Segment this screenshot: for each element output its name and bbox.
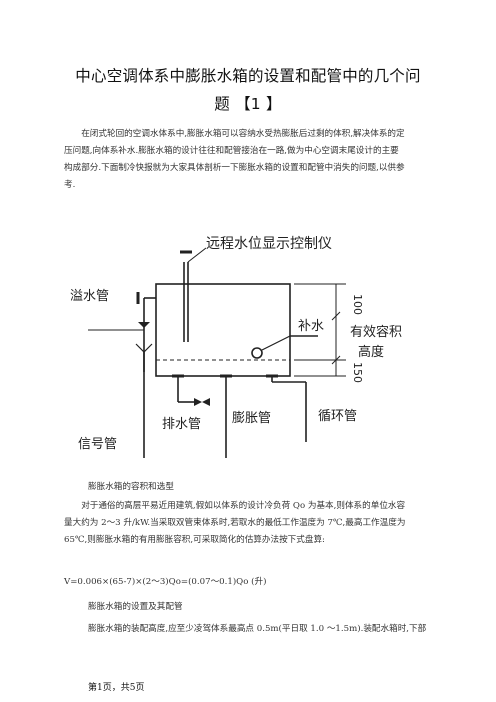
setup-heading: 膨胀水箱的设置及其配管 — [88, 602, 183, 612]
intro-line-2: 压问题,向体系补水.膨胀水箱的设计往往和配管接治在一路,做为中心空调末尾设计的主… — [64, 146, 399, 156]
expansion-tank-diagram: 远程水位显示控制仪 溢水管 补水 有效容积 高度 100 150 排水管 膨胀管… — [70, 236, 402, 458]
label-effective-volume: 有效容积 — [350, 324, 402, 340]
document-title-line-1: 中心空调体系中膨胀水箱的设置和配管中的几个问 — [75, 67, 421, 85]
label-dim-150: 150 — [351, 362, 364, 383]
capacity-line-3: 65℃,则膨胀水箱的有用膨胀容积,可采取简化的估算办法按下式盘算: — [64, 535, 325, 545]
label-remote-indicator: 远程水位显示控制仪 — [206, 236, 332, 252]
setup-paragraph: 膨胀水箱的装配高度,应至少凌驾体系最高点 0.5m(平日取 1.0 ～1.5m)… — [88, 624, 427, 634]
capacity-paragraph: 对于通俗的高层平易近用建筑,假如以体系的设计冷负荷 Qo 为基本,则体系的单位水… — [64, 498, 432, 549]
intro-paragraph: 在闭式轮回的空调水体系中,膨胀水箱可以容纳水受热膨胀后过剩的体积,解决体系的定 … — [64, 126, 432, 194]
capacity-line-2: 量大约为 2～3 升/kW.当采取双管束体系时,若取水的最低工作温度为 7℃,最… — [64, 518, 406, 528]
tank-body — [155, 283, 291, 377]
document-title-line-2: 题 【1 】 — [214, 95, 282, 113]
intro-line-1: 在闭式轮回的空调水体系中,膨胀水箱可以容纳水受热膨胀后过剩的体积,解决体系的定 — [81, 129, 405, 139]
capacity-line-1: 对于通俗的高层平易近用建筑,假如以体系的设计冷负荷 Qo 为基本,则体系的单位水… — [81, 501, 406, 511]
intro-line-4: 考. — [64, 180, 76, 190]
label-height: 高度 — [358, 344, 384, 360]
page-number-footer: 第1页，共5页 — [88, 683, 145, 693]
formula: V=0.006×(65-7)×(2～3)Qo=(0.07～0.1)Qo (升) — [64, 577, 267, 587]
label-circulation-pipe: 循环管 — [318, 409, 357, 424]
label-expansion-pipe: 膨胀管 — [232, 411, 271, 426]
label-signal-pipe: 信号管 — [78, 437, 117, 452]
label-makeup-water: 补水 — [298, 319, 324, 334]
intro-line-3: 构成部分.下面制冷快报就为大家具体剖析一下膨胀水箱的设置和配管中消失的问题,以供… — [64, 163, 405, 173]
capacity-heading: 膨胀水箱的容积和选型 — [88, 482, 174, 492]
label-dim-100: 100 — [351, 294, 364, 315]
label-overflow-pipe: 溢水管 — [70, 289, 109, 304]
label-drain-pipe: 排水管 — [162, 417, 201, 432]
